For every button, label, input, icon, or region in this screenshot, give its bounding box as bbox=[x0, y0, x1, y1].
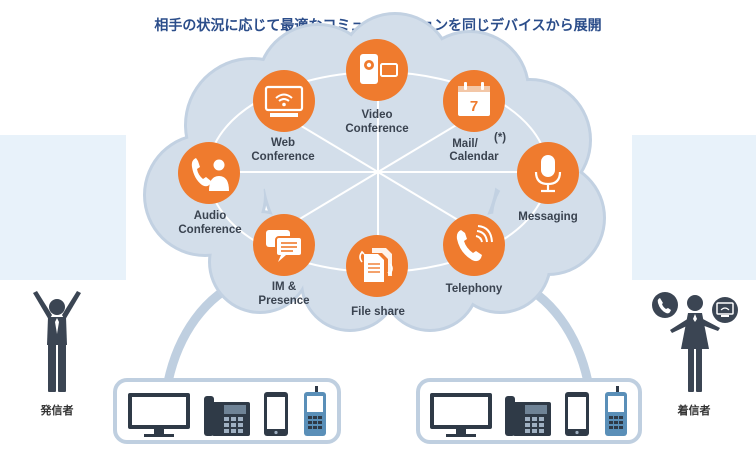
mail-label-line2: Calendar bbox=[449, 151, 499, 163]
node-im-presence: IM & Presence bbox=[253, 214, 315, 307]
receiver-group bbox=[652, 292, 738, 392]
monitor-bubble bbox=[712, 297, 738, 323]
audio-label-line1: Audio bbox=[194, 210, 227, 222]
calendar-icon: 7 bbox=[458, 82, 490, 116]
smartphone-icon bbox=[264, 392, 288, 436]
caller-figure bbox=[33, 291, 81, 392]
node-telephony: Telephony bbox=[443, 214, 505, 295]
mobile-phone-icon bbox=[304, 386, 326, 436]
desk-phone-icon bbox=[204, 396, 250, 436]
documents-icon bbox=[359, 248, 393, 282]
desktop-monitor-icon bbox=[128, 393, 190, 437]
im-label-line1: IM & bbox=[272, 281, 296, 293]
desk-phone-icon-right bbox=[505, 396, 551, 436]
mail-footnote-marker: (*) bbox=[494, 132, 506, 144]
mobile-phone-icon-right bbox=[605, 386, 627, 436]
right-panel bbox=[632, 135, 756, 280]
file-share-label: File share bbox=[351, 306, 405, 318]
node-web-conference: Web Conference bbox=[251, 70, 315, 163]
right-device-group bbox=[416, 378, 642, 444]
node-mail-calendar: 7 Mail/ (*) Calendar bbox=[443, 70, 506, 163]
phone-person-icon bbox=[191, 158, 229, 191]
left-panel bbox=[0, 135, 126, 280]
im-label-line2: Presence bbox=[258, 295, 309, 307]
node-file-share: File share bbox=[346, 235, 408, 318]
chat-bubbles-icon bbox=[266, 230, 303, 262]
audio-label-line2: Conference bbox=[178, 224, 241, 236]
monitor-wifi-small-icon bbox=[716, 302, 734, 317]
node-video-conference: Video Conference bbox=[345, 39, 409, 135]
smartphone-icon-right bbox=[565, 392, 589, 436]
phone-icon bbox=[657, 298, 671, 314]
node-audio-conference: Audio Conference bbox=[178, 142, 242, 236]
messaging-label: Messaging bbox=[518, 211, 577, 223]
phone-bubble bbox=[652, 292, 678, 318]
desktop-monitor-icon-right bbox=[430, 393, 492, 437]
phone-waves-icon bbox=[456, 225, 493, 262]
video-camera-icon bbox=[360, 54, 398, 84]
web-label-line2: Conference bbox=[251, 151, 314, 163]
mail-label-line1: Mail/ bbox=[452, 138, 478, 150]
receiver-figure bbox=[670, 295, 720, 392]
video-label-line2: Conference bbox=[345, 123, 408, 135]
monitor-wifi-icon bbox=[264, 85, 304, 117]
node-messaging: Messaging bbox=[517, 142, 579, 223]
video-label-line1: Video bbox=[361, 109, 392, 121]
left-device-group bbox=[113, 378, 341, 444]
calendar-day: 7 bbox=[470, 98, 478, 115]
telephony-label: Telephony bbox=[446, 283, 503, 295]
microphone-icon bbox=[534, 155, 562, 193]
web-label-line1: Web bbox=[271, 137, 295, 149]
caller-label: 発信者 bbox=[40, 403, 74, 417]
receiver-label: 着信者 bbox=[677, 403, 711, 417]
